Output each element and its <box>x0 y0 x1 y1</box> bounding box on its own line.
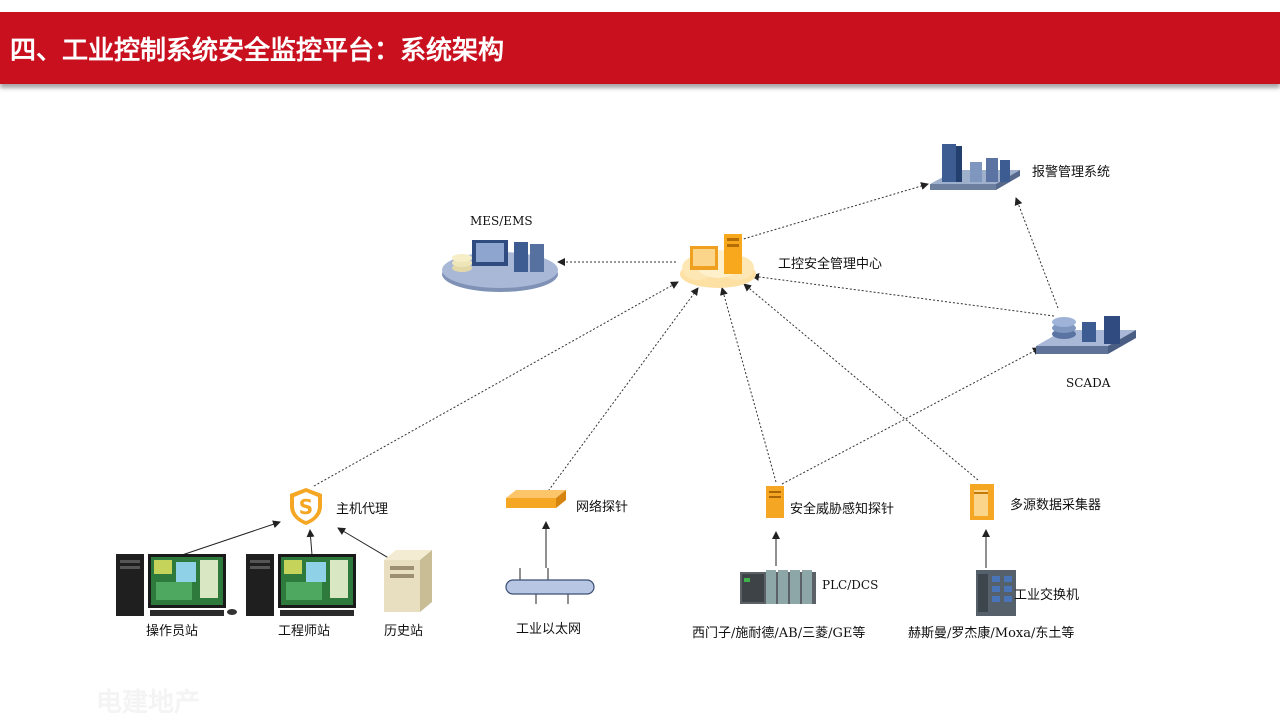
security-center-label: 工控安全管理中心 <box>778 257 883 272</box>
shield-icon: S <box>290 488 322 525</box>
link-center-alarm <box>739 182 929 241</box>
link-history-agent <box>337 527 393 561</box>
link-agent-center <box>313 281 679 487</box>
threat-probe-icon <box>766 486 784 518</box>
mes-ems-label: MES/EMS <box>470 214 533 228</box>
host-agent-label: 主机代理 <box>336 502 389 517</box>
scada-icon <box>1036 316 1136 354</box>
data-collector-label: 多源数据采集器 <box>1010 498 1102 513</box>
ethernet-bus-icon <box>505 568 595 604</box>
svg-text:S: S <box>299 495 313 519</box>
link-scada-center <box>751 272 1055 317</box>
mes-ems-icon <box>442 240 558 292</box>
switch-vendors-label: 赫斯曼/罗杰康/Moxa/东土等 <box>908 626 1075 641</box>
engineer-station-icon <box>246 554 356 616</box>
link-threat-scada <box>781 347 1041 485</box>
network-probe-label: 网络探针 <box>576 500 629 515</box>
data-collector-icon <box>970 484 994 520</box>
operator-station-icon <box>116 554 237 616</box>
alarm-system-icon <box>930 144 1020 190</box>
link-collector-center <box>743 283 979 481</box>
switch-label: 工业交换机 <box>1014 588 1080 603</box>
security-center-icon <box>680 234 756 288</box>
link-scada-alarm <box>1014 197 1059 309</box>
engineer-station-label: 工程师站 <box>278 624 331 639</box>
plc-icon <box>740 570 816 604</box>
operator-station-label: 操作员站 <box>146 624 199 639</box>
link-operator-agent <box>181 520 281 556</box>
switch-icon <box>976 570 1016 616</box>
link-threat-center <box>720 287 777 483</box>
ethernet-label: 工业以太网 <box>516 622 582 637</box>
title-bar: 四、工业控制系统安全监控平台：系统架构 <box>0 12 1280 84</box>
page-title: 四、工业控制系统安全监控平台：系统架构 <box>10 36 505 66</box>
link-engineer-agent <box>306 529 315 556</box>
network-probe-icon <box>506 490 566 508</box>
threat-probe-label: 安全威胁感知探针 <box>790 502 895 517</box>
plc-label: PLC/DCS <box>822 578 879 592</box>
alarm-system-label: 报警管理系统 <box>1032 165 1111 180</box>
scada-label: SCADA <box>1066 376 1111 390</box>
watermark-logo: 电建地产 <box>96 688 201 718</box>
history-station-icon <box>384 550 432 612</box>
plc-vendors-label: 西门子/施耐德/AB/三菱/GE等 <box>692 626 866 641</box>
link-netprobe-center <box>545 287 699 495</box>
history-station-label: 历史站 <box>384 624 424 639</box>
